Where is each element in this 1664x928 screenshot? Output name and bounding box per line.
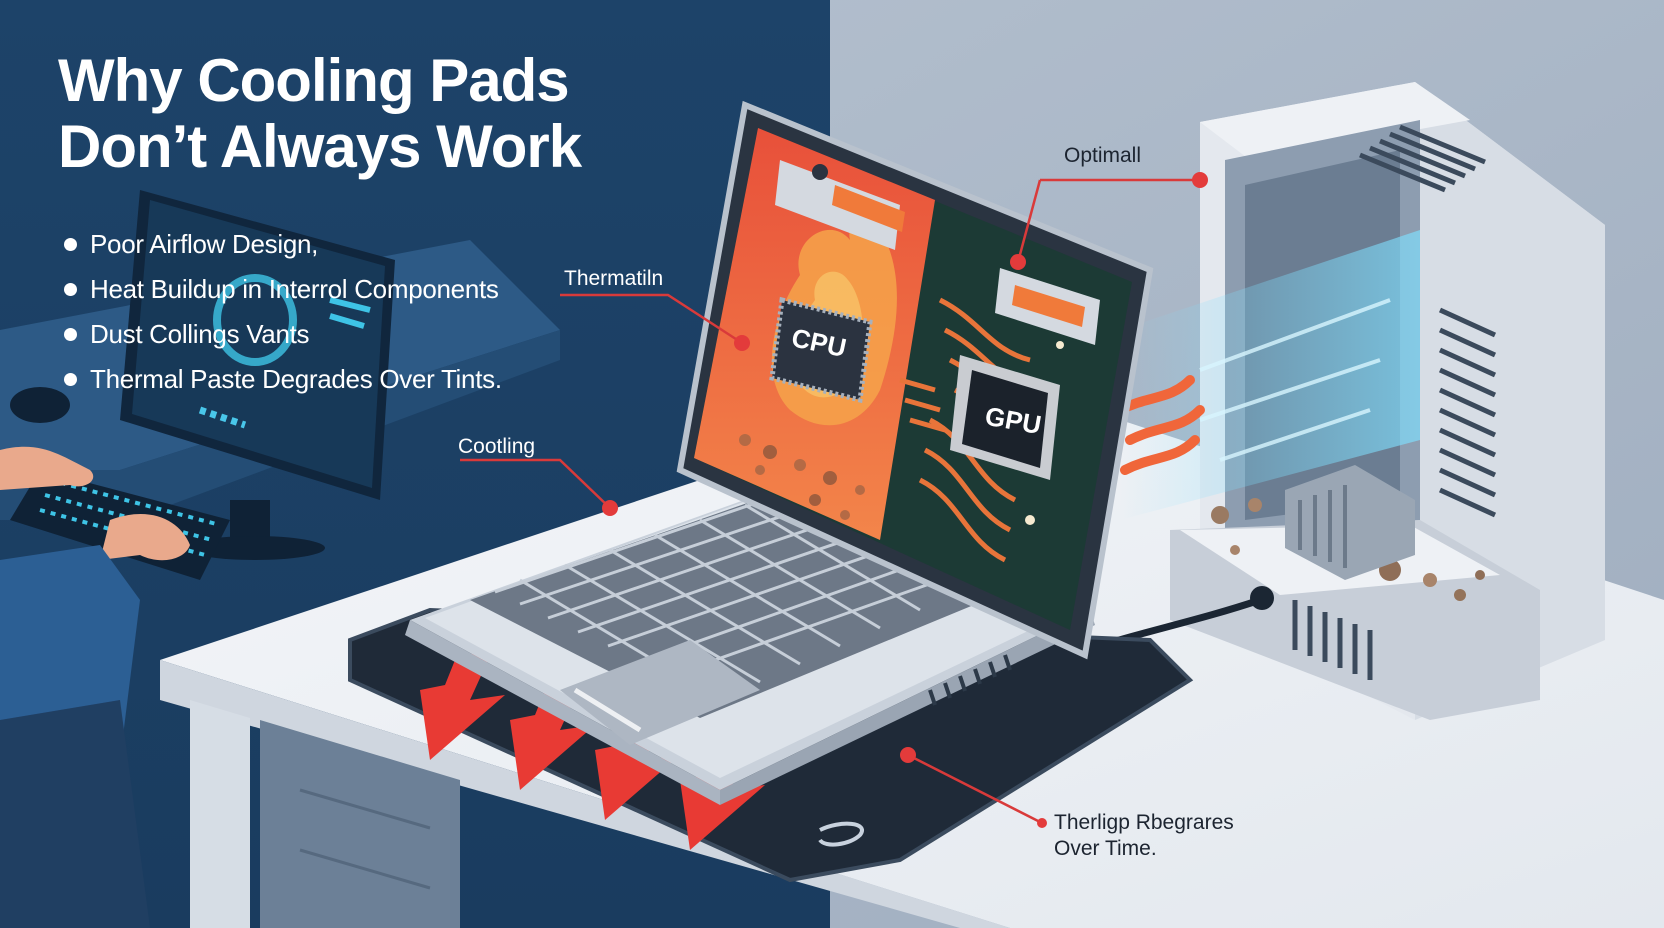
- vent-grille-top: [1359, 124, 1486, 193]
- page-title: Why Cooling Pads Don’t Always Work: [58, 48, 698, 180]
- callout-thermal-paste-line-1: Therligp Rbegrares: [1054, 811, 1234, 834]
- debris-particles: [739, 434, 865, 520]
- laptop-screen: CPU: [676, 100, 1154, 660]
- bullet-dot-icon: [64, 328, 77, 341]
- mouse-icon: [10, 387, 70, 423]
- title-line-1: Why Cooling Pads: [58, 47, 570, 114]
- callout-optimal: Optimall: [1064, 144, 1142, 167]
- list-item: Thermal Paste Degrades Over Tints.: [64, 357, 502, 402]
- callout-thermal-paste: Therligp Rbegrares Over Time.: [1054, 810, 1234, 862]
- callout-thermal-paste-line-2: Over Time.: [1054, 837, 1157, 860]
- person-hands-icon: [0, 446, 190, 928]
- callout-cooling: Cootling: [458, 435, 536, 458]
- title-line-2: Don’t Always Work: [58, 113, 582, 180]
- list-item-text: Thermal Paste Degrades Over Tints.: [90, 364, 502, 394]
- list-item-text: Dust Collings Vants: [90, 319, 310, 349]
- background-workstation: [0, 190, 560, 928]
- reason-list: Poor Airflow Design, Heat Buildup in Int…: [64, 222, 502, 402]
- heat-pipe-block: [775, 160, 905, 250]
- vent-grille-front: [1292, 600, 1373, 680]
- callout-dots: [602, 172, 1208, 828]
- vent-grille-side: [1438, 307, 1497, 518]
- list-item: Dust Collings Vants: [64, 312, 502, 357]
- bullet-dot-icon: [64, 283, 77, 296]
- list-item-text: Heat Buildup in Interrol Components: [90, 274, 499, 304]
- trackpad: [560, 640, 760, 745]
- monitor-icon: [120, 190, 395, 560]
- callout-thermal: Thermatiln: [564, 267, 664, 290]
- list-item: Poor Airflow Design,: [64, 222, 502, 267]
- bullet-dot-icon: [64, 238, 77, 251]
- bullet-dot-icon: [64, 373, 77, 386]
- airflow-arrows-icon: [1115, 230, 1420, 520]
- ram-module: [995, 268, 1100, 345]
- cpu-chip-icon: CPU: [769, 296, 873, 404]
- cable-plug: [1250, 586, 1274, 610]
- list-item: Heat Buildup in Interrol Components: [64, 267, 502, 312]
- gpu-chip-icon: GPU: [950, 355, 1060, 480]
- side-ports: [928, 654, 1012, 706]
- callout-lines: [460, 178, 1200, 825]
- heatsink-block: [1285, 465, 1415, 580]
- list-item-text: Poor Airflow Design,: [90, 229, 319, 259]
